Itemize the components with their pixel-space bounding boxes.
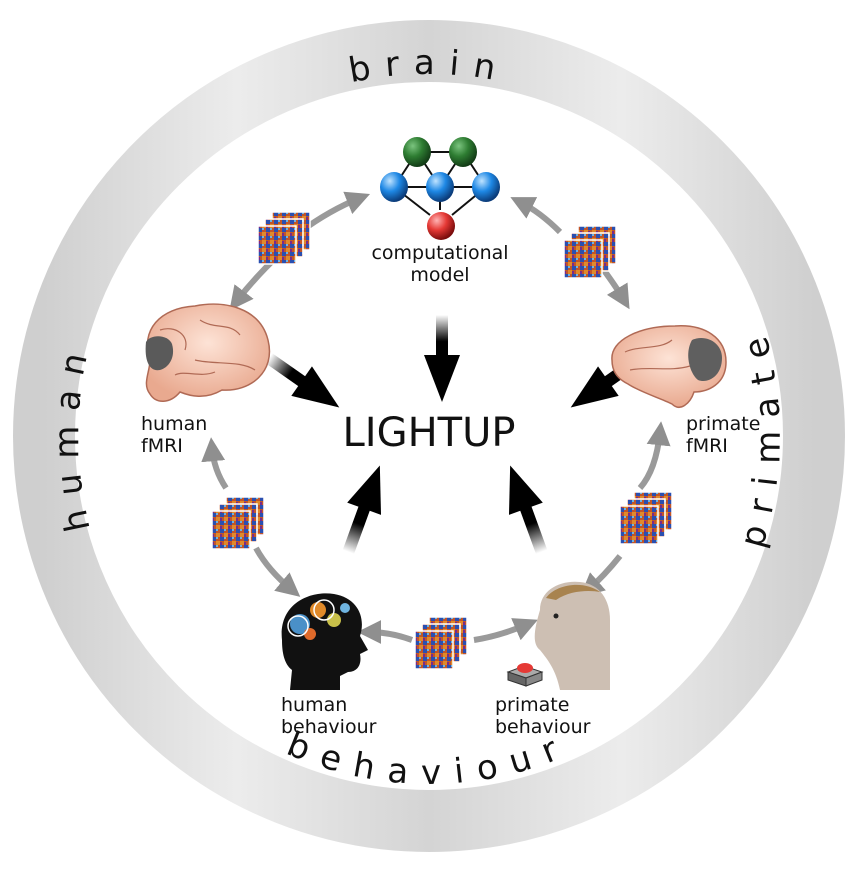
rdm-matrix-stack-icon bbox=[619, 491, 673, 545]
model-label: computational model bbox=[350, 242, 530, 286]
human-behaviour-label-line1: human bbox=[281, 694, 348, 716]
arrow-human-fmri-to-lightup bbox=[265, 353, 340, 408]
primate-fmri-label-line2: fMRI bbox=[686, 435, 728, 457]
human-behaviour-label: human behaviour bbox=[281, 694, 376, 738]
arrow-to-human-behaviour-right bbox=[357, 620, 414, 645]
arrow-to-primate-behaviour-top bbox=[579, 554, 623, 598]
human-fmri-label: human fMRI bbox=[141, 413, 207, 457]
primate-brain-icon bbox=[611, 325, 727, 408]
primate-fmri-label-line1: primate bbox=[686, 413, 761, 435]
monkey-button-icon bbox=[506, 581, 610, 690]
model-label-line1: computational bbox=[371, 242, 509, 264]
red-button-icon bbox=[506, 663, 544, 687]
outer-ring bbox=[13, 20, 845, 852]
primate-behaviour-label-line1: primate bbox=[495, 694, 570, 716]
arrow-to-primate-behaviour-left bbox=[473, 618, 538, 643]
neural-network-icon bbox=[380, 137, 500, 240]
model-label-line2: model bbox=[410, 264, 470, 286]
lightup-arrows bbox=[265, 315, 645, 555]
rdm-matrix-stack-icon bbox=[257, 211, 311, 265]
lightup-title: LIGHTUP bbox=[342, 410, 516, 456]
human-head-gears-icon bbox=[281, 593, 368, 690]
human-fmri-label-line1: human bbox=[141, 413, 208, 435]
rdm-matrix-stack-icon bbox=[563, 225, 617, 279]
human-behaviour-label-line2: behaviour bbox=[281, 716, 377, 738]
arrow-model-to-lightup bbox=[424, 315, 460, 402]
arrow-human-behaviour-to-lightup bbox=[342, 465, 382, 555]
primate-fmri-label: primate fMRI bbox=[686, 413, 760, 457]
arrow-to-model-right bbox=[510, 197, 563, 235]
arrow-to-primate-fmri-bottom bbox=[637, 421, 671, 490]
human-fmri-label-line2: fMRI bbox=[141, 435, 183, 457]
human-brain-icon bbox=[145, 303, 271, 402]
rdm-matrix-stack-icon bbox=[211, 496, 265, 550]
rdm-matrix-stack-icon bbox=[414, 616, 468, 670]
ring-label-left: human bbox=[47, 336, 98, 535]
arrow-to-human-fmri-bottom bbox=[201, 437, 229, 490]
primate-behaviour-label-line2: behaviour bbox=[495, 716, 591, 738]
ring-label-top: brain bbox=[346, 43, 513, 91]
arrow-primate-behaviour-to-lightup bbox=[508, 465, 548, 555]
arrow-to-human-behaviour bbox=[253, 546, 301, 597]
primate-behaviour-label: primate behaviour bbox=[495, 694, 590, 738]
